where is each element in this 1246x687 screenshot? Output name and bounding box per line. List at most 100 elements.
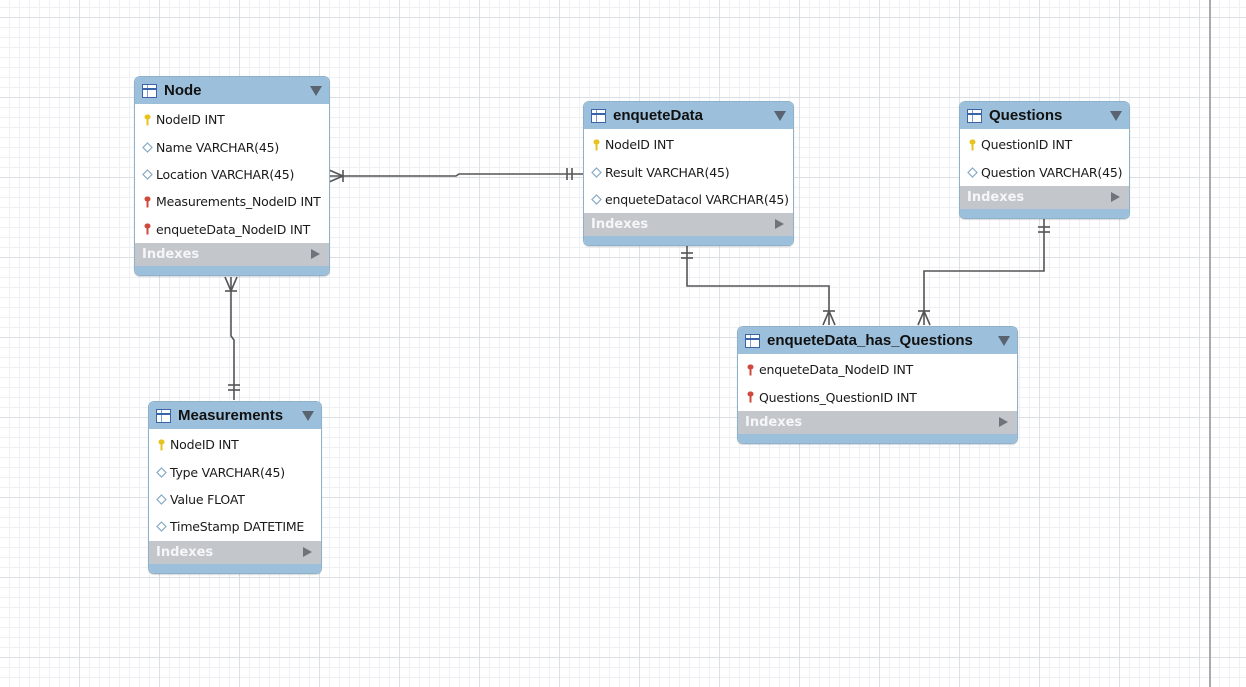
expand-arrow-icon[interactable] bbox=[311, 248, 320, 259]
column-row[interactable]: NodeID INT bbox=[584, 131, 793, 158]
entity-footer bbox=[960, 208, 1129, 218]
column-label: Name VARCHAR(45) bbox=[156, 139, 280, 155]
diamond-icon bbox=[156, 466, 167, 478]
diamond-icon bbox=[142, 141, 153, 153]
primary-key-icon bbox=[967, 139, 978, 151]
column-list: enqueteData_NodeID INT Questions_Questio… bbox=[738, 354, 1017, 411]
indexes-label: Indexes bbox=[967, 189, 1025, 205]
column-label: enqueteDatacol VARCHAR(45) bbox=[605, 191, 789, 207]
column-row[interactable]: QuestionID INT bbox=[960, 131, 1129, 158]
expand-arrow-icon[interactable] bbox=[999, 416, 1008, 427]
table-icon bbox=[591, 108, 606, 123]
relationship-node-enquetedata[interactable] bbox=[328, 168, 583, 183]
relationship-enquetedata-junction[interactable] bbox=[681, 246, 836, 326]
column-row[interactable]: Name VARCHAR(45) bbox=[135, 133, 329, 160]
column-row[interactable]: Value FLOAT bbox=[149, 486, 321, 513]
column-label: Question VARCHAR(45) bbox=[981, 164, 1123, 180]
collapse-arrow-icon[interactable] bbox=[302, 411, 314, 421]
expand-arrow-icon[interactable] bbox=[303, 546, 312, 557]
column-label: QuestionID INT bbox=[981, 137, 1073, 153]
column-row[interactable]: NodeID INT bbox=[149, 431, 321, 458]
column-row[interactable]: enqueteData_NodeID INT bbox=[135, 216, 329, 243]
column-row[interactable]: enqueteDatacol VARCHAR(45) bbox=[584, 186, 793, 213]
foreign-key-icon bbox=[142, 223, 153, 235]
entity-enquetedata-has-questions[interactable]: enqueteData_has_Questions enqueteData_No… bbox=[737, 326, 1018, 444]
table-icon bbox=[142, 83, 157, 98]
column-label: Questions_QuestionID INT bbox=[759, 389, 917, 405]
column-label: NodeID INT bbox=[170, 437, 239, 453]
indexes-label: Indexes bbox=[591, 217, 649, 233]
column-label: Location VARCHAR(45) bbox=[156, 166, 295, 182]
column-list: NodeID INT Type VARCHAR(45) Value FLOAT … bbox=[149, 429, 321, 541]
column-list: QuestionID INT Question VARCHAR(45) bbox=[960, 129, 1129, 186]
relationship-questions-junction[interactable] bbox=[917, 219, 1050, 326]
entity-title: enqueteData bbox=[613, 107, 704, 124]
primary-key-icon bbox=[142, 114, 153, 126]
indexes-section[interactable]: Indexes bbox=[135, 242, 329, 266]
column-row[interactable]: NodeID INT bbox=[135, 106, 329, 133]
column-list: NodeID INT Name VARCHAR(45) Location VAR… bbox=[135, 104, 329, 243]
entity-header[interactable]: enqueteData_has_Questions bbox=[738, 327, 1017, 354]
column-row[interactable]: Type VARCHAR(45) bbox=[149, 458, 321, 485]
entity-questions[interactable]: Questions QuestionID INT Question VARCHA… bbox=[959, 101, 1130, 219]
collapse-arrow-icon[interactable] bbox=[1110, 111, 1122, 121]
column-row[interactable]: Result VARCHAR(45) bbox=[584, 158, 793, 185]
diamond-icon bbox=[591, 166, 602, 178]
diamond-icon bbox=[591, 194, 602, 205]
entity-header[interactable]: enqueteData bbox=[584, 102, 793, 129]
diamond-icon bbox=[156, 521, 167, 533]
entity-node[interactable]: Node NodeID INT Name VARCHAR(45) Locatio… bbox=[134, 76, 330, 276]
indexes-label: Indexes bbox=[156, 544, 214, 560]
canvas-page-boundary bbox=[1209, 0, 1211, 687]
column-label: NodeID INT bbox=[605, 137, 674, 153]
indexes-section[interactable]: Indexes bbox=[584, 213, 793, 237]
column-label: NodeID INT bbox=[156, 112, 225, 128]
entity-header[interactable]: Measurements bbox=[149, 402, 321, 429]
collapse-arrow-icon[interactable] bbox=[310, 86, 322, 96]
indexes-label: Indexes bbox=[745, 414, 803, 430]
primary-key-icon bbox=[591, 139, 602, 151]
indexes-label: Indexes bbox=[142, 246, 200, 262]
indexes-section[interactable]: Indexes bbox=[738, 410, 1017, 434]
relationship-node-measurements[interactable] bbox=[224, 276, 240, 400]
column-row[interactable]: Location VARCHAR(45) bbox=[135, 161, 329, 188]
entity-header[interactable]: Node bbox=[135, 77, 329, 104]
entity-footer bbox=[738, 433, 1017, 443]
column-label: TimeStamp DATETIME bbox=[170, 519, 305, 535]
column-label: Measurements_NodeID INT bbox=[156, 194, 321, 210]
column-label: Result VARCHAR(45) bbox=[605, 164, 730, 180]
entity-title: Node bbox=[164, 82, 202, 99]
foreign-key-icon bbox=[745, 391, 756, 403]
table-icon bbox=[156, 408, 171, 423]
column-row[interactable]: Questions_QuestionID INT bbox=[738, 383, 1017, 410]
primary-key-icon bbox=[156, 439, 167, 451]
expand-arrow-icon[interactable] bbox=[1111, 191, 1120, 202]
entity-title: Questions bbox=[989, 107, 1063, 124]
indexes-section[interactable]: Indexes bbox=[149, 540, 321, 564]
expand-arrow-icon[interactable] bbox=[775, 219, 784, 230]
column-row[interactable]: Measurements_NodeID INT bbox=[135, 188, 329, 215]
crowfoot-many-marker bbox=[917, 308, 931, 326]
table-icon bbox=[967, 108, 982, 123]
entity-measurements[interactable]: Measurements NodeID INT Type VARCHAR(45)… bbox=[148, 401, 322, 574]
table-icon bbox=[745, 333, 760, 348]
entity-title: Measurements bbox=[178, 407, 284, 424]
entity-header[interactable]: Questions bbox=[960, 102, 1129, 129]
entity-title: enqueteData_has_Questions bbox=[767, 332, 973, 349]
entity-footer bbox=[584, 236, 793, 246]
crowfoot-many-marker bbox=[328, 169, 346, 183]
indexes-section[interactable]: Indexes bbox=[960, 185, 1129, 209]
crowfoot-many-marker bbox=[224, 276, 238, 294]
entity-enquetedata[interactable]: enqueteData NodeID INT Result VARCHAR(45… bbox=[583, 101, 794, 247]
collapse-arrow-icon[interactable] bbox=[998, 336, 1010, 346]
foreign-key-icon bbox=[142, 196, 153, 208]
crowfoot-many-marker bbox=[822, 308, 836, 326]
column-label: enqueteData_NodeID INT bbox=[156, 221, 311, 237]
collapse-arrow-icon[interactable] bbox=[774, 111, 786, 121]
column-row[interactable]: Question VARCHAR(45) bbox=[960, 158, 1129, 185]
column-row[interactable]: TimeStamp DATETIME bbox=[149, 513, 321, 540]
column-row[interactable]: enqueteData_NodeID INT bbox=[738, 356, 1017, 383]
diamond-icon bbox=[156, 494, 167, 505]
column-label: enqueteData_NodeID INT bbox=[759, 362, 914, 378]
column-label: Type VARCHAR(45) bbox=[170, 464, 285, 480]
